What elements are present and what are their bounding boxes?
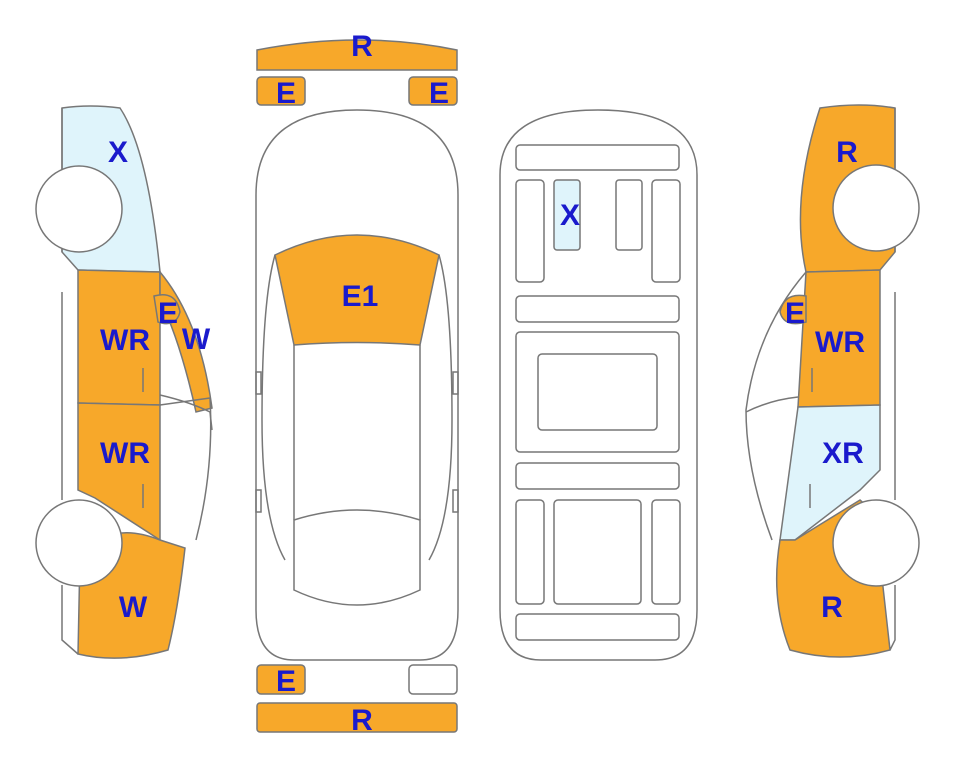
- roof-panel[interactable]: [553, 179, 581, 251]
- damage-labels: R E E E1 E R X X WR WR E W W R E WR XR R: [100, 30, 865, 737]
- car-interior-view: [499, 109, 698, 661]
- top-bumper[interactable]: [256, 39, 458, 71]
- right-front-wheel: [832, 499, 920, 587]
- car-left-side-view: [35, 105, 213, 659]
- label-left-window: W: [182, 323, 211, 356]
- car-right-side-view: [745, 104, 920, 658]
- label-roof-panel: X: [560, 199, 580, 232]
- bottom-bumper[interactable]: [256, 702, 458, 733]
- car-top-view: [255, 109, 459, 661]
- label-left-front-door: WR: [100, 324, 150, 357]
- label-right-front-door: WR: [815, 326, 865, 359]
- label-top-right-lamp: E: [429, 77, 449, 110]
- bottom-right-lamp[interactable]: [408, 664, 458, 695]
- right-rear-wheel: [832, 164, 920, 252]
- top-view-body: [255, 109, 459, 661]
- left-front-wheel: [35, 499, 123, 587]
- top-left-lamp[interactable]: [256, 76, 306, 106]
- top-right-lamp[interactable]: [408, 76, 458, 106]
- left-rear-wheel: [35, 165, 123, 253]
- label-bottom-lamp: E: [276, 665, 296, 698]
- label-bottom-bumper: R: [351, 704, 373, 737]
- left-mirror[interactable]: [153, 294, 181, 325]
- label-left-front-fender: W: [119, 591, 148, 624]
- label-right-mirror: E: [785, 297, 805, 330]
- interior-body: [499, 109, 698, 661]
- label-left-rear-quarter: X: [108, 136, 128, 169]
- left-rear-door[interactable]: [77, 402, 161, 542]
- label-left-rear-door: WR: [100, 437, 150, 470]
- label-right-rear-door: XR: [822, 437, 864, 470]
- label-top-left-lamp: E: [276, 77, 296, 110]
- label-top-bumper: R: [351, 30, 373, 63]
- right-mirror[interactable]: [779, 294, 807, 325]
- label-right-front-fender: R: [821, 591, 843, 624]
- bottom-lamp[interactable]: [256, 664, 306, 695]
- label-left-mirror: E: [158, 297, 178, 330]
- label-right-rear-quarter: R: [836, 136, 858, 169]
- label-hood: E1: [342, 280, 379, 313]
